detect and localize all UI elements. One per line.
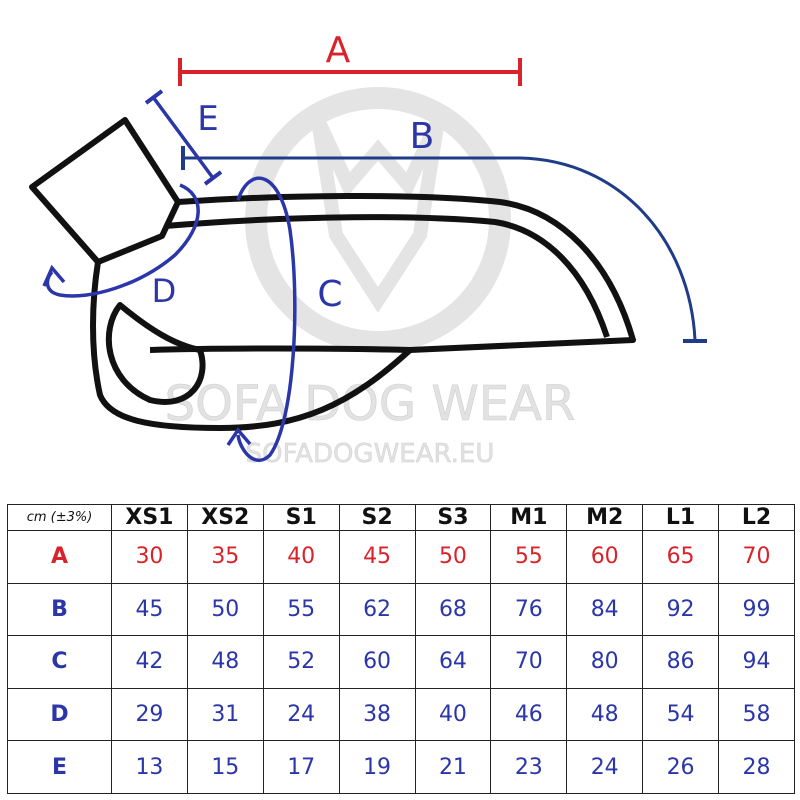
watermark-url: SOFADOGWEAR.EU xyxy=(246,439,495,469)
table-cell: 70 xyxy=(490,635,568,689)
table-cell: 94 xyxy=(718,635,795,689)
table-cell: 45 xyxy=(338,530,416,584)
table-cell: 68 xyxy=(414,582,492,637)
table-cell: 55 xyxy=(490,530,568,584)
garment-outline xyxy=(29,117,636,431)
unit-label: cm (±3%) xyxy=(7,504,112,531)
row-label-d: D xyxy=(7,687,112,742)
table-cell: 52 xyxy=(262,635,340,689)
size-header-s1: S1 xyxy=(262,504,340,531)
size-diagram: SOFA DOG WEAR SOFADOGWEAR.EU A B E xyxy=(29,30,707,469)
row-label-b: B xyxy=(7,582,112,637)
table-cell: 76 xyxy=(490,582,568,637)
table-cell: 31 xyxy=(186,687,264,742)
size-header-s3: S3 xyxy=(414,504,492,531)
label-e: E xyxy=(197,99,218,139)
label-d: D xyxy=(152,272,177,310)
table-cell: 40 xyxy=(262,530,340,584)
table-cell: 24 xyxy=(566,740,644,794)
table-cell: 40 xyxy=(414,687,492,742)
measure-a: A xyxy=(178,30,522,86)
table-cell: 28 xyxy=(718,740,795,794)
table-cell: 30 xyxy=(111,530,188,584)
collar xyxy=(29,117,181,265)
table-cell: 60 xyxy=(338,635,416,689)
table-cell: 35 xyxy=(186,530,264,584)
size-header-xs1: XS1 xyxy=(111,504,188,531)
table-cell: 99 xyxy=(718,582,795,637)
table-cell: 62 xyxy=(338,582,416,637)
table-cell: 15 xyxy=(186,740,264,794)
table-cell: 50 xyxy=(186,582,264,637)
table-cell: 17 xyxy=(262,740,340,794)
measure-e: E xyxy=(144,89,223,186)
row-label-a: A xyxy=(7,530,112,584)
size-header-xs2: XS2 xyxy=(186,504,264,531)
table-cell: 26 xyxy=(642,740,719,794)
row-label-c: C xyxy=(7,635,112,689)
watermark-logo-mark xyxy=(311,117,445,313)
table-cell: 42 xyxy=(111,635,188,689)
size-header-l1: L1 xyxy=(642,504,719,531)
table-cell: 29 xyxy=(111,687,188,742)
row-label-e: E xyxy=(7,740,112,794)
measure-d: D xyxy=(42,183,200,310)
table-cell: 70 xyxy=(718,530,795,584)
garment-belly xyxy=(90,261,413,431)
table-cell: 23 xyxy=(490,740,568,794)
table-cell: 86 xyxy=(642,635,719,689)
table-cell: 45 xyxy=(111,582,188,637)
table-cell: 48 xyxy=(566,687,644,742)
table-cell: 54 xyxy=(642,687,719,742)
table-cell: 64 xyxy=(414,635,492,689)
table-cell: 50 xyxy=(414,530,492,584)
table-cell: 19 xyxy=(338,740,416,794)
garment-back xyxy=(149,192,636,353)
measure-c: C xyxy=(226,176,343,463)
size-header-s2: S2 xyxy=(338,504,416,531)
measure-b: B xyxy=(181,116,707,343)
watermark: SOFA DOG WEAR SOFADOGWEAR.EU xyxy=(164,87,576,469)
table-cell: 55 xyxy=(262,582,340,637)
size-header-l2: L2 xyxy=(718,504,795,531)
label-a: A xyxy=(326,30,351,71)
table-cell: 92 xyxy=(642,582,719,637)
size-header-m1: M1 xyxy=(490,504,568,531)
table-cell: 60 xyxy=(566,530,644,584)
table-cell: 80 xyxy=(566,635,644,689)
table-cell: 21 xyxy=(414,740,492,794)
table-cell: 84 xyxy=(566,582,644,637)
garment-leg-opening xyxy=(105,302,206,405)
label-c: C xyxy=(317,274,342,315)
garment-back-inner xyxy=(164,214,610,338)
table-cell: 24 xyxy=(262,687,340,742)
table-cell: 38 xyxy=(338,687,416,742)
table-cell: 58 xyxy=(718,687,795,742)
size-header-m2: M2 xyxy=(566,504,644,531)
label-b: B xyxy=(410,116,435,157)
table-cell: 65 xyxy=(642,530,719,584)
table-cell: 48 xyxy=(186,635,264,689)
table-cell: 13 xyxy=(111,740,188,794)
table-cell: 46 xyxy=(490,687,568,742)
